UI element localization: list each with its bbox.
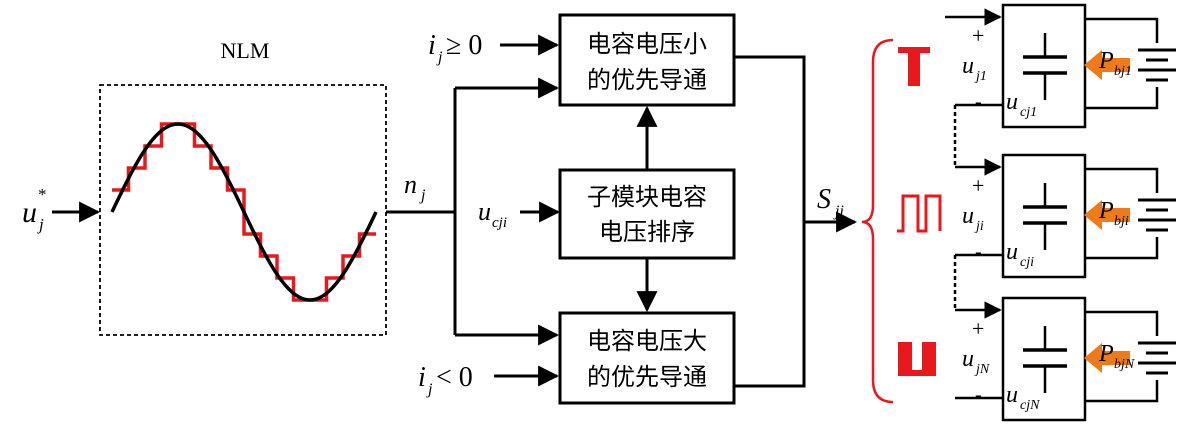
cap-voltage-symbol: u bbox=[1006, 239, 1018, 265]
battery-power-symbol: P bbox=[1098, 341, 1114, 367]
arm-voltage-symbol: u bbox=[962, 346, 974, 372]
reference-voltage-label: u j * bbox=[22, 185, 47, 234]
current-negative-subscript: j bbox=[426, 381, 433, 398]
red-brace bbox=[861, 38, 894, 404]
battery-power-symbol: P bbox=[1098, 48, 1114, 74]
arm-voltage-symbol: u bbox=[962, 53, 974, 79]
block-mid-line2: 电压排序 bbox=[599, 218, 695, 246]
cap-voltage-subscript: cji bbox=[1020, 255, 1034, 270]
block-bot-line1: 电容电压大 bbox=[587, 327, 707, 355]
minus-sign: - bbox=[975, 384, 982, 406]
arm-voltage-symbol: u bbox=[962, 203, 974, 229]
arm-voltage-subscript: jN bbox=[974, 362, 990, 377]
nlm-title: NLM bbox=[221, 38, 270, 63]
capacitor-voltage-input-label: u cji bbox=[478, 197, 507, 231]
switch-signal-symbol: S bbox=[817, 184, 831, 215]
block-mid-line1: 子模块电容 bbox=[587, 183, 707, 211]
switch-signal-subscript: ji bbox=[833, 203, 844, 220]
nj-symbol: n bbox=[404, 170, 417, 199]
current-positive-symbol: i bbox=[428, 30, 436, 61]
cap-voltage-subscript: cjN bbox=[1020, 398, 1040, 413]
current-negative-symbol: i bbox=[418, 362, 426, 393]
reference-voltage-superscript: * bbox=[38, 185, 47, 204]
current-negative-label: i j < 0 bbox=[418, 362, 473, 398]
submodule-box bbox=[1001, 296, 1087, 422]
arm-voltage-subscript: ji bbox=[974, 219, 984, 234]
current-positive-label: i j ≥ 0 bbox=[428, 30, 482, 66]
block-high-voltage-first bbox=[558, 311, 736, 405]
plus-sign: + bbox=[972, 23, 984, 48]
battery-wire-top bbox=[1085, 310, 1159, 336]
block-top-line1: 电容电压小 bbox=[587, 30, 707, 58]
block-bot-line2: 的优先导通 bbox=[587, 363, 707, 391]
nj-label: n j bbox=[404, 170, 426, 204]
battery-wire-bottom bbox=[1085, 237, 1159, 260]
output-merge-line bbox=[734, 55, 806, 388]
minus-sign: - bbox=[975, 91, 982, 113]
battery-power-subscript: bji bbox=[1114, 214, 1129, 229]
current-positive-subscript: j bbox=[436, 49, 443, 66]
battery-wire-bottom bbox=[1085, 380, 1159, 403]
minus-sign: - bbox=[975, 241, 982, 263]
battery-wire-bottom bbox=[1085, 87, 1159, 110]
ucji-subscript: cji bbox=[492, 215, 507, 231]
power-arrow-icon bbox=[1084, 200, 1130, 230]
current-positive-condition: ≥ 0 bbox=[446, 30, 482, 61]
submodule-box bbox=[1001, 153, 1087, 279]
submodule-box bbox=[1001, 3, 1087, 129]
reference-voltage-subscript: j bbox=[37, 215, 44, 234]
pulse-wide-icon bbox=[898, 47, 930, 86]
battery-power-subscript: bjN bbox=[1114, 357, 1135, 372]
battery-wire-top bbox=[1085, 167, 1159, 193]
pulse-double-icon bbox=[898, 342, 936, 376]
switch-signal-label: S ji bbox=[817, 184, 844, 220]
ucji-symbol: u bbox=[478, 197, 491, 226]
battery-power-subscript: bj1 bbox=[1114, 64, 1132, 79]
current-negative-condition: < 0 bbox=[436, 362, 473, 393]
reference-voltage-symbol: u bbox=[22, 196, 37, 229]
nlm-box bbox=[99, 84, 387, 336]
nj-subscript: j bbox=[419, 187, 426, 204]
power-arrow-icon bbox=[1084, 50, 1130, 80]
pulse-train-icon bbox=[897, 194, 942, 233]
arm-voltage-subscript: j1 bbox=[974, 69, 987, 84]
plus-sign: + bbox=[972, 173, 984, 198]
sine-waveform bbox=[110, 122, 378, 302]
battery-wire-top bbox=[1085, 17, 1159, 43]
plus-sign: + bbox=[972, 316, 984, 341]
cap-voltage-symbol: u bbox=[1006, 382, 1018, 408]
power-arrow-icon bbox=[1084, 343, 1130, 373]
block-low-voltage-first bbox=[558, 13, 736, 107]
cap-voltage-subscript: cj1 bbox=[1020, 105, 1037, 120]
cap-voltage-symbol: u bbox=[1006, 89, 1018, 115]
block-top-line2: 的优先导通 bbox=[587, 66, 707, 94]
battery-power-symbol: P bbox=[1098, 198, 1114, 224]
